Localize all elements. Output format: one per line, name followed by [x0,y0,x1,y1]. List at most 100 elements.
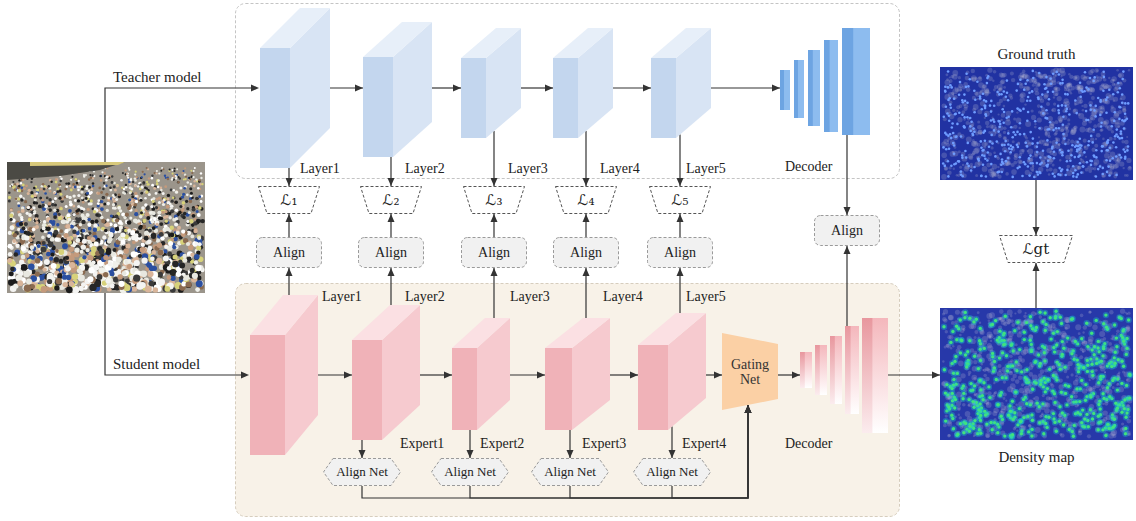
crowd-person [116,185,119,188]
decoder-slab-edge [780,70,784,110]
crowd-person [125,278,130,283]
awning-stripe [30,162,125,166]
crowd-person [147,183,149,185]
arrow-head [388,268,395,276]
crowd-person [93,264,99,270]
crowd-person [77,268,82,273]
crowd-person [148,177,150,179]
crowd-person [26,279,32,285]
crowd-person [86,248,90,252]
crowd-person [198,219,201,222]
connector [844,135,851,215]
crowd-person [125,243,130,248]
decoder-block-shape [797,318,890,433]
crowd-person [80,191,83,194]
crowd-person [100,191,103,194]
crowd-person [172,173,174,175]
crowd-person [158,211,162,215]
loss-outline [464,187,525,214]
align-net-outline [532,459,609,486]
crowd-person [55,181,58,184]
crowd-person [185,200,188,203]
block-top [638,313,706,345]
crowd-person [131,251,137,257]
crowd-person [86,192,89,195]
crowd-person [152,197,155,200]
crowd-person [54,257,59,262]
arrow-head [677,178,684,186]
node-label: Decoder [785,159,832,175]
connector [669,427,676,458]
decoder-slab [794,60,804,118]
crowd-person [163,199,166,202]
arrow-head [491,178,498,186]
crowd-person [111,181,114,184]
crowd-person [35,217,38,220]
crowd-person [83,175,85,177]
arrow-head [388,178,395,186]
crowd-person [140,247,145,252]
arrow-head [643,85,651,92]
crowd-person [48,242,54,248]
crowd-person [69,240,73,244]
crowd-person [138,254,142,258]
loss-box: ℒ₃ [463,186,525,214]
node-label: Layer2 [405,161,445,177]
crowd-person [88,223,92,227]
crowd-person [144,186,147,189]
crowd-person [172,261,179,268]
crowd-person [152,211,156,215]
connector [844,246,851,326]
crowd-person [145,212,149,216]
crowd-person [196,197,199,200]
crowd-person [14,252,19,257]
crowd-person [148,228,152,232]
crowd-person [158,249,164,255]
crowd-person [115,215,119,219]
crowd-person [109,189,112,192]
crowd-person [103,255,108,260]
decoder-slab [780,70,790,110]
connector [470,405,752,498]
crowd-person [146,207,150,211]
photo-ground [7,162,205,293]
crowd-person [72,213,75,216]
crowd-person [164,233,168,237]
crowd-person [183,170,185,172]
crowd-person [85,187,88,190]
arrow-head [745,405,752,413]
connector [677,268,684,313]
crowd-person [87,218,91,222]
crowd-person [133,275,140,282]
feature-block: Layer3Expert2 [452,318,510,430]
crowd-person [8,252,13,257]
crowd-person [147,271,153,277]
crowd-person [108,237,113,242]
crowd-person [130,190,133,193]
connector [388,214,395,237]
crowd-person [65,266,70,271]
connector [888,372,940,379]
node-label: Align Net [336,464,388,480]
decoder-slab-edge [794,60,798,118]
crowd-person [173,175,175,177]
loss-box: ℒ₂ [360,186,422,214]
crowd-person [60,178,62,180]
crowd-person [103,272,108,277]
crowd-person [51,263,57,269]
crowd-person [123,228,127,232]
crowd-person [97,274,103,280]
crowd-person [33,187,36,190]
crowd-person [49,190,52,193]
crowd-person [125,184,127,186]
crowd-person [192,241,197,246]
crowd-person [80,210,83,213]
crowd-person [77,194,80,197]
crowd-person [72,183,75,186]
crowd-person [64,229,68,233]
crowd-person [134,212,138,216]
input-line [105,293,242,375]
crowd-person [149,265,155,271]
crowd-person [174,200,178,204]
node-label: Align [570,245,602,261]
